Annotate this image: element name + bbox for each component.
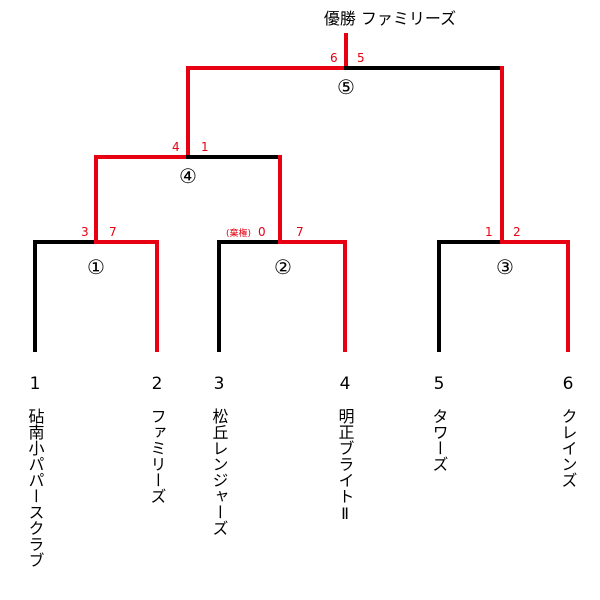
match1-label: ① (87, 255, 105, 279)
match2-forfeit-note: (棄権) (226, 227, 251, 239)
match4-left-score: 4 (172, 140, 180, 154)
seed-1: 1 (30, 374, 41, 394)
match5-label: ⑤ (337, 75, 355, 99)
team-name-3: 松丘レンジャーズ (210, 408, 229, 536)
seed-6: 6 (563, 374, 574, 394)
match1-right-leg (94, 240, 159, 352)
seed-4: 4 (340, 374, 351, 394)
match3-label: ③ (496, 255, 514, 279)
team-name-4: 明正ブライトⅡ (336, 408, 355, 523)
match2-right-score: 7 (296, 225, 304, 239)
final-left-branch (186, 66, 348, 159)
team-name-6: クレインズ (559, 408, 578, 488)
match2-left-leg (217, 240, 282, 352)
match1-left-leg (33, 240, 98, 352)
match2-right-leg (278, 240, 347, 352)
seed-3: 3 (214, 374, 225, 394)
seed-2: 2 (152, 374, 163, 394)
match2-label: ② (274, 255, 292, 279)
match4-label: ④ (179, 164, 197, 188)
seed-5: 5 (434, 374, 445, 394)
match1-left-score: 3 (81, 225, 89, 239)
match4-right-score: 1 (201, 140, 209, 154)
team-name-1: 砧南小パパースクラブ (26, 408, 45, 568)
semi-left-branch (94, 155, 190, 244)
match5-left-score: 6 (330, 51, 338, 65)
team-name-2: ファミリーズ (148, 408, 167, 504)
team-name-5: タワーズ (430, 408, 449, 472)
champion-title: 優勝 ファミリーズ (324, 9, 456, 28)
match3-left-score: 1 (485, 225, 493, 239)
match3-right-score: 2 (513, 225, 521, 239)
match1-right-score: 7 (109, 225, 117, 239)
match5-right-score: 5 (357, 51, 365, 65)
match2-left-score: 0 (258, 225, 266, 239)
match3-left-leg (437, 240, 504, 352)
match3-right-leg (500, 240, 570, 352)
